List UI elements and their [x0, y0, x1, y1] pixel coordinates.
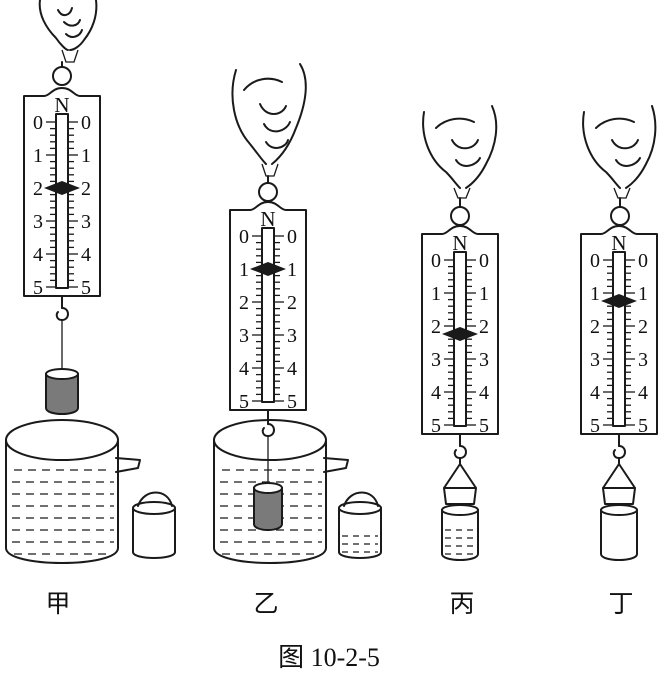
- hand-icon: [582, 105, 657, 199]
- tick-label-right: 5: [479, 415, 489, 437]
- panel-yi: N 0 1 2 3 4 5 0 1 2 3 4 5: [213, 63, 382, 618]
- small-bucket-icon: [132, 491, 176, 559]
- tick-label-left: 0: [239, 226, 249, 248]
- tick-label-left: 4: [590, 382, 600, 404]
- tick-label-right: 5: [287, 391, 297, 413]
- small-bucket-icon: [441, 457, 479, 561]
- unit-label: N: [260, 207, 275, 231]
- tick-label-right: 1: [638, 283, 648, 305]
- panel-label: 丙: [449, 591, 474, 618]
- tick-label-left: 5: [431, 415, 441, 437]
- tick-label-left: 4: [239, 358, 249, 380]
- tick-label-right: 1: [81, 145, 91, 167]
- scale-ticks: [444, 259, 476, 426]
- tick-label-right: 4: [287, 358, 297, 380]
- tick-label-right: 2: [638, 316, 648, 338]
- tick-label-left: 5: [33, 277, 43, 299]
- pointer-icon: [442, 327, 478, 341]
- tick-label-right: 2: [287, 292, 297, 314]
- tick-label-right: 5: [81, 277, 91, 299]
- unit-label: N: [611, 231, 626, 255]
- tick-label-right: 4: [638, 382, 648, 404]
- tick-label-left: 0: [431, 250, 441, 272]
- tick-label-left: 3: [33, 211, 43, 233]
- spring-scale: N 0 1 2 3 4 5 0 1 2 3 4 5: [580, 225, 658, 437]
- pointer-icon: [250, 262, 286, 276]
- scale-ticks: [603, 259, 635, 426]
- scale-ticks: [46, 121, 78, 288]
- tick-label-right: 4: [479, 382, 489, 404]
- metal-block-icon: [45, 368, 79, 415]
- panel-bing: N 0 1 2 3 4 5 0 1 2 3 4 5 丙: [421, 105, 499, 618]
- tick-label-left: 4: [431, 382, 441, 404]
- tick-label-right: 1: [287, 259, 297, 281]
- tick-label-right: 3: [479, 349, 489, 371]
- overflow-beaker-icon: [213, 419, 349, 564]
- pointer-icon: [601, 294, 637, 308]
- tick-label-left: 2: [239, 292, 249, 314]
- hand-icon: [38, 0, 98, 63]
- unit-label: N: [54, 93, 69, 117]
- panel-label: 甲: [45, 591, 70, 618]
- tick-label-right: 5: [638, 415, 648, 437]
- tick-label-left: 0: [590, 250, 600, 272]
- tick-label-left: 1: [239, 259, 249, 281]
- panel-jia: N 0 1 2 3 4 5 0 1 2 3 4 5: [5, 0, 176, 618]
- overflow-beaker-icon: [5, 419, 141, 564]
- small-bucket-icon: [338, 491, 382, 559]
- scale-ticks: [252, 235, 284, 402]
- spring-scale: N 0 1 2 3 4 5 0 1 2 3 4 5: [421, 225, 499, 437]
- tick-label-right: 2: [81, 178, 91, 200]
- tick-label-left: 2: [33, 178, 43, 200]
- hand-icon: [422, 105, 498, 199]
- tick-label-right: 0: [81, 112, 91, 134]
- tick-label-right: 0: [479, 250, 489, 272]
- tick-label-right: 3: [287, 325, 297, 347]
- hand-icon: [231, 63, 307, 177]
- tick-label-left: 1: [33, 145, 43, 167]
- pointer-icon: [44, 181, 80, 195]
- panel-label: 乙: [253, 591, 278, 618]
- tick-label-right: 0: [287, 226, 297, 248]
- panel-ding: N 0 1 2 3 4 5 0 1 2 3 4 5 丁: [580, 105, 658, 618]
- tick-label-right: 2: [479, 316, 489, 338]
- tick-label-right: 1: [479, 283, 489, 305]
- tick-label-left: 2: [431, 316, 441, 338]
- tick-label-right: 4: [81, 244, 91, 266]
- tick-label-left: 0: [33, 112, 43, 134]
- small-bucket-icon: [600, 457, 638, 561]
- spring-scale: N 0 1 2 3 4 5 0 1 2 3 4 5: [23, 87, 101, 299]
- tick-label-left: 3: [590, 349, 600, 371]
- tick-label-left: 3: [431, 349, 441, 371]
- tick-label-right: 3: [81, 211, 91, 233]
- tick-label-left: 5: [590, 415, 600, 437]
- metal-block-icon: [253, 482, 283, 531]
- tick-label-left: 5: [239, 391, 249, 413]
- figure-caption: 图 10-2-5: [278, 643, 380, 672]
- spring-scale: N 0 1 2 3 4 5 0 1 2 3 4 5: [229, 201, 307, 413]
- tick-label-right: 3: [638, 349, 648, 371]
- panel-label: 丁: [608, 591, 633, 618]
- tick-label-left: 1: [431, 283, 441, 305]
- tick-label-left: 2: [590, 316, 600, 338]
- tick-label-right: 0: [638, 250, 648, 272]
- unit-label: N: [452, 231, 467, 255]
- tick-label-left: 1: [590, 283, 600, 305]
- tick-label-left: 4: [33, 244, 43, 266]
- tick-label-left: 3: [239, 325, 249, 347]
